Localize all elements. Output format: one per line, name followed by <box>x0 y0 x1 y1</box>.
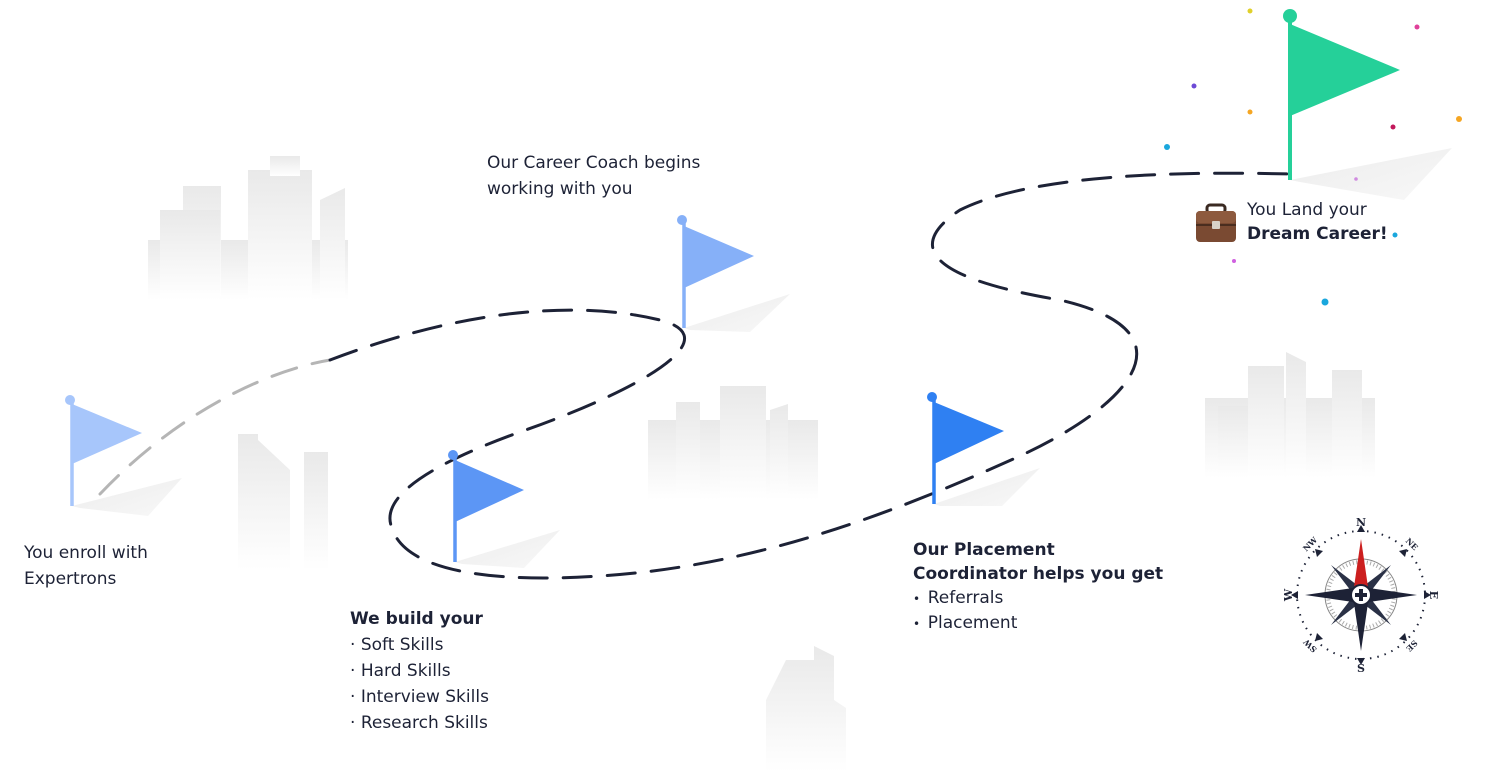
flag-step-3 <box>448 450 560 568</box>
step-5-line-1: You Land your <box>1247 200 1367 220</box>
city-skyline-center <box>648 386 818 500</box>
compass-south: S <box>1357 662 1365 675</box>
step-1-label: You enroll with Expertrons <box>24 540 148 592</box>
briefcase-icon <box>1196 203 1236 242</box>
flag-step-4 <box>927 392 1040 506</box>
placement-item: Referrals <box>913 586 1163 611</box>
step-2-line-1: Our Career Coach begins <box>487 153 701 173</box>
placement-item: Placement <box>913 611 1163 636</box>
step-1-line-2: Expertrons <box>24 569 117 589</box>
step-4-heading-line-1: Our Placement <box>913 540 1055 560</box>
journey-path-start <box>98 358 332 496</box>
step-4-label: Our Placement Coordinator helps you get … <box>913 538 1163 636</box>
skill-item: Interview Skills <box>350 684 489 710</box>
step-2-line-2: working with you <box>487 179 633 199</box>
flag-step-5 <box>1283 9 1452 200</box>
step-2-label: Our Career Coach begins working with you <box>487 150 700 202</box>
step-1-line-1: You enroll with <box>24 543 148 563</box>
city-skyline-top-left <box>148 156 348 300</box>
skill-item: Soft Skills <box>350 632 489 658</box>
flag-step-1 <box>65 395 182 516</box>
skill-item: Hard Skills <box>350 658 489 684</box>
compass-icon: N S E W NE SE SW NW <box>1282 516 1440 675</box>
step-3-label: We build your Soft Skills Hard Skills In… <box>350 606 489 736</box>
compass-west: W <box>1282 588 1295 602</box>
city-skyline-bottom <box>766 646 846 772</box>
step-3-heading: We build your <box>350 609 483 629</box>
skill-item: Research Skills <box>350 710 489 736</box>
step-5-line-2: Dream Career! <box>1247 224 1388 244</box>
compass-east: E <box>1427 591 1440 599</box>
flag-step-2 <box>677 215 790 332</box>
city-skyline-left <box>238 434 328 570</box>
step-5-label: You Land your Dream Career! <box>1247 198 1388 246</box>
city-skyline-right <box>1205 352 1375 478</box>
compass-north: N <box>1356 516 1366 529</box>
confetti <box>1164 8 1462 306</box>
step-4-heading-line-2: Coordinator helps you get <box>913 564 1164 584</box>
journey-path <box>328 171 1292 580</box>
